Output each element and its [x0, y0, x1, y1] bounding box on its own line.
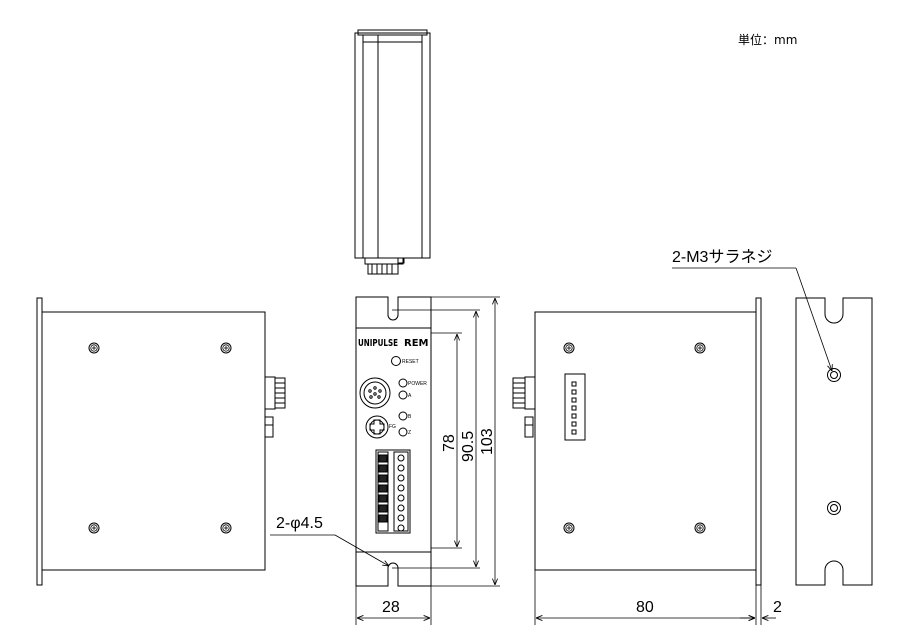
- screw-icon: [220, 342, 232, 354]
- led-label-z: Z: [408, 430, 411, 436]
- terminal-block: [375, 449, 411, 534]
- led-label-a: A: [408, 393, 412, 399]
- screw-icon: [694, 522, 706, 534]
- reset-button[interactable]: [391, 356, 401, 366]
- dim-height-outer: 103: [479, 428, 496, 455]
- flange-plate-view: [795, 297, 873, 586]
- led-label-power: POWER: [408, 381, 427, 387]
- screw-icon: [88, 522, 100, 534]
- unit-label: 単位：mm: [738, 32, 797, 47]
- dim-height-body: 78: [441, 434, 458, 452]
- z-led: [398, 427, 408, 437]
- a-led: [398, 390, 408, 400]
- top-view: [354, 29, 431, 275]
- power-led: [398, 378, 408, 388]
- screw-icon: [88, 342, 100, 354]
- screw-icon: [563, 522, 575, 534]
- b-led: [398, 411, 408, 421]
- screw-icon: [563, 342, 575, 354]
- led-label-b: B: [408, 414, 412, 420]
- screw-icon: [220, 522, 232, 534]
- fg-label: FG: [389, 424, 396, 430]
- model-label: REM: [404, 338, 429, 349]
- hole-callout: 2-φ4.5: [276, 515, 323, 532]
- brand-logo: UNIPULSE: [358, 338, 398, 349]
- led-label-reset: RESET: [402, 359, 419, 365]
- dim-height-mount: 90.5: [460, 431, 477, 462]
- right-side-view: [512, 297, 762, 586]
- round-connector: [359, 377, 391, 409]
- fg-screw-icon: [365, 415, 389, 439]
- dim-flange-thickness: 2: [773, 599, 782, 616]
- terminal-rows: [378, 454, 405, 532]
- screw-icon: [694, 342, 706, 354]
- left-side-view: [36, 297, 286, 586]
- dim-width-front: 28: [382, 599, 400, 616]
- dim-side-depth: 80: [636, 599, 654, 616]
- screw-callout: 2-M3サラネジ: [672, 248, 772, 266]
- dimension-lines: [270, 267, 832, 625]
